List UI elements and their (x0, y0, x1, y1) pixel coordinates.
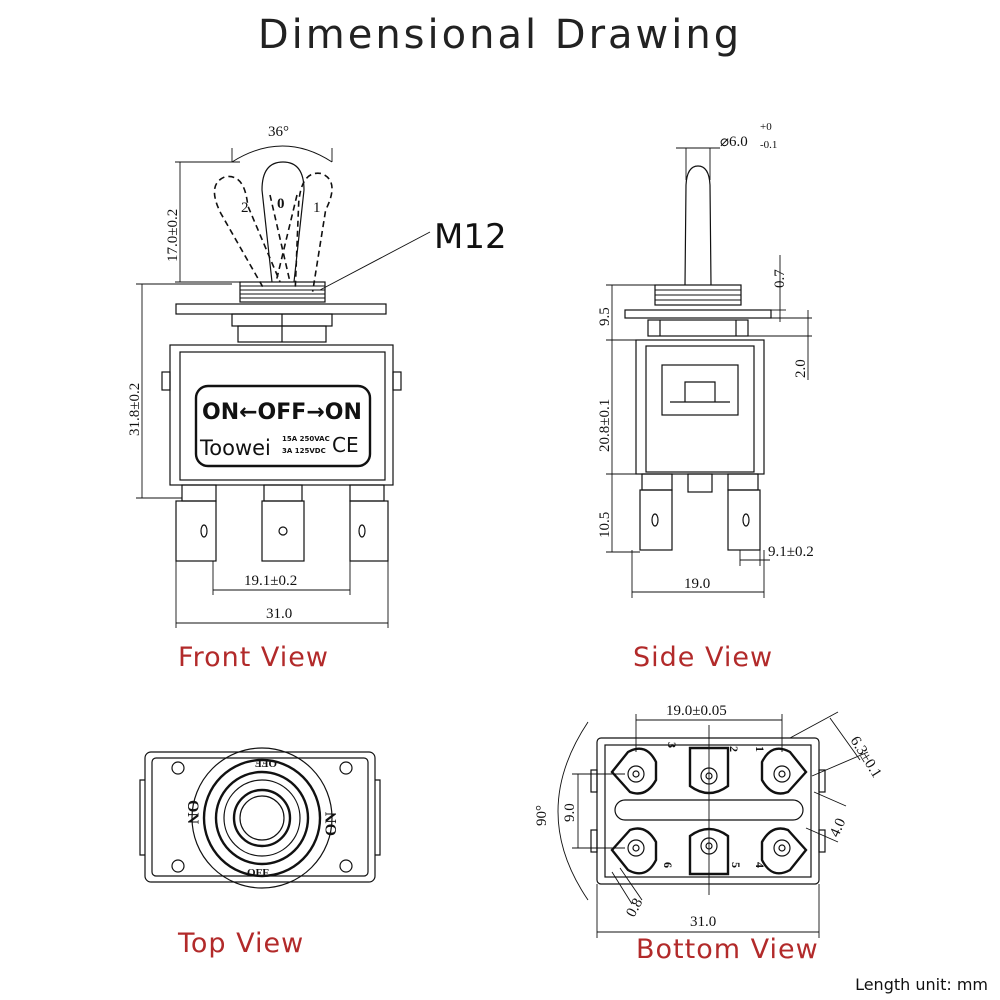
bottom-angle-arc (557, 721, 589, 901)
ce-mark: CE (332, 433, 359, 457)
top-mark-on-right: ON (323, 812, 340, 836)
top-view-label: Top View (178, 928, 305, 959)
lever-center-hidden (269, 194, 291, 283)
nut-thickness-dim: 0.7 (772, 269, 788, 288)
bottom-terminal-1 (760, 747, 808, 795)
side-view-drawing: ⌀6.0 +0 -0.1 (597, 121, 814, 598)
pitch-dim: 19.1±0.2 (244, 573, 297, 589)
pin-2-label: 2 (727, 746, 741, 752)
mounting-plate (175, 303, 387, 315)
position-2-label: 2 (241, 200, 249, 216)
thread-leader-line (319, 231, 431, 291)
side-lever (684, 165, 712, 286)
side-mounting-plate (624, 309, 772, 319)
pin-5-label: 5 (729, 862, 743, 868)
front-view-drawing: 2 0 1 36° 17.0±0.2 M12 (127, 124, 507, 628)
side-terminal-left (639, 489, 673, 551)
bottom-pitch-x-dim: 19.0±0.05 (666, 703, 727, 719)
pin-4-label: 4 (753, 862, 767, 868)
top-outline (144, 751, 376, 883)
side-body-width-dim: 19.0 (684, 576, 710, 592)
top-view-drawing: OFF ON ON OFF (139, 747, 381, 889)
unit-note: Length unit: mm (855, 975, 988, 994)
lever-position-left (213, 175, 281, 288)
side-body-height-dim: 20.8±0.1 (597, 399, 613, 452)
front-view-label: Front View (178, 642, 329, 673)
side-window (661, 364, 739, 416)
pin-6-label: 6 (661, 862, 675, 868)
terminal-length-dim: 10.5 (597, 512, 613, 538)
rating-line-2: 3A 125VDC (282, 447, 326, 455)
bottom-terminal-3 (610, 747, 658, 795)
lever-dia-dim: ⌀6.0 (720, 134, 748, 150)
angle-arc (231, 145, 333, 163)
bottom-terminal-2 (688, 746, 730, 795)
bushing-thread (239, 281, 326, 303)
thread-callout: M12 (434, 217, 507, 257)
side-nut (647, 319, 749, 337)
brand-text: Toowei (199, 436, 271, 460)
terminal-left (175, 500, 217, 562)
bottom-terminal-4 (760, 827, 808, 875)
bottom-pitch-y-dim: 9.0 (562, 803, 578, 822)
body-height-dim: 31.8±0.2 (127, 383, 143, 436)
lever-height-dim: 17.0±0.2 (165, 209, 181, 262)
top-mark-off-bottom: OFF (247, 867, 269, 879)
top-outer-ring (191, 747, 333, 889)
rating-line-1: 15A 250VAC (282, 435, 330, 443)
label-panel (194, 384, 372, 468)
front-width-dim: 31.0 (266, 606, 292, 622)
pin-1-label: 1 (753, 746, 767, 752)
side-terminal-width-dim: 9.1±0.2 (768, 544, 814, 560)
page-title: Dimensional Drawing (257, 12, 743, 58)
bottom-gap-dim: 0.8 (623, 896, 646, 920)
bottom-view-label: Bottom View (636, 934, 819, 965)
lever-tol-upper: +0 (760, 121, 772, 133)
side-terminal-right (727, 489, 761, 551)
lever-center (261, 161, 305, 283)
bottom-terminal-thickness-dim: 4.0 (827, 816, 849, 840)
bottom-width-dim: 31.0 (690, 914, 716, 930)
lever-position-right (294, 172, 333, 292)
bottom-terminal-width-dim: 6.3±0.1 (847, 734, 885, 781)
bushing-height-dim: 9.5 (597, 307, 613, 326)
lever-tol-lower: -0.1 (760, 139, 777, 151)
lever-center-hidden-2 (275, 194, 298, 283)
pin-3-label: 3 (665, 742, 679, 748)
position-0-label: 0 (277, 196, 285, 212)
bottom-outline (596, 737, 820, 885)
front-angle-dim: 36° (268, 124, 289, 140)
top-lever-center (232, 788, 292, 848)
top-mark-on-left: ON (184, 800, 201, 824)
bottom-angle-dim: 90° (534, 805, 550, 826)
bottom-view-drawing: 3 2 1 6 5 4 19.0±0.05 9.0 90° 6.3±0.1 (534, 703, 884, 938)
position-1-label: 1 (313, 200, 321, 216)
panel-text: ON←OFF→ON (202, 400, 362, 425)
bottom-terminal-6 (610, 827, 658, 875)
side-body (635, 339, 765, 475)
plate-thickness-dim: 2.0 (793, 359, 809, 378)
top-mark-off-top: OFF (255, 757, 277, 769)
terminal-right (349, 500, 389, 562)
terminal-middle (261, 500, 305, 562)
side-view-label: Side View (633, 642, 774, 673)
bottom-terminal-5 (688, 827, 730, 876)
